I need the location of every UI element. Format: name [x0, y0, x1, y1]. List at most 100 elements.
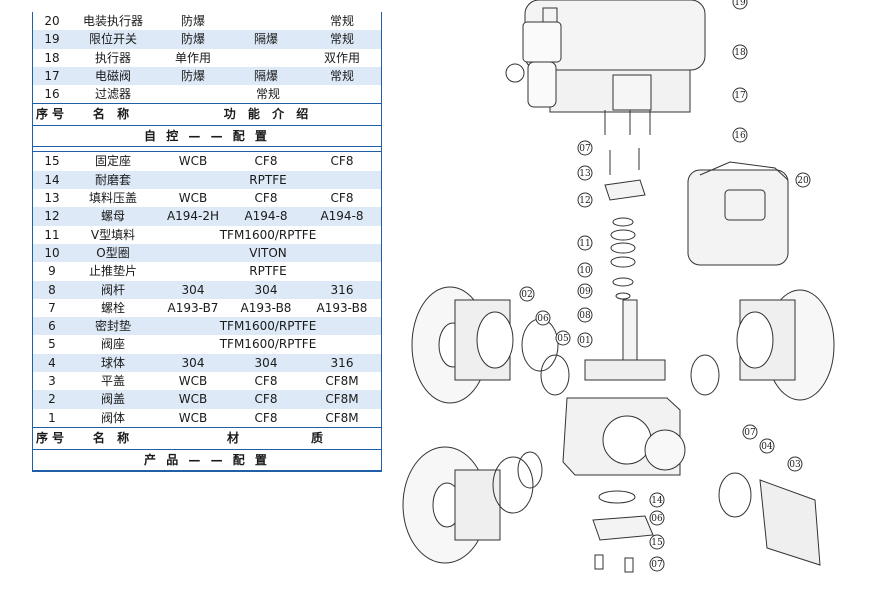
callout-label: 09: [579, 287, 591, 297]
callout-label: 08: [579, 311, 591, 321]
callout-circle: [649, 534, 665, 550]
callout-circle: [577, 307, 593, 323]
value-1: 防爆: [180, 68, 205, 83]
callout-circle: [577, 140, 593, 156]
value-3: 常规: [329, 68, 354, 83]
value-3: CF8M: [325, 392, 359, 407]
value-1: 304: [181, 355, 205, 370]
value-1: 防爆: [180, 32, 205, 47]
value-1: 防爆: [180, 14, 205, 28]
row-number: 19: [44, 32, 60, 47]
function-header: 序号名 称功 能 介 绍: [33, 103, 381, 127]
row-number: 13: [44, 191, 60, 206]
callout-label: 07: [651, 560, 663, 570]
part-name: 执行器: [94, 50, 131, 65]
row-number: 16: [44, 87, 60, 102]
spacer: [33, 147, 381, 153]
callout-label: 06: [537, 314, 549, 324]
part-name: 固定座: [94, 154, 131, 169]
part-name: 过滤器: [94, 87, 131, 102]
header-cell: 材: [227, 430, 244, 445]
value-2: 304: [254, 355, 278, 370]
part-name: 电装执行器: [82, 14, 143, 28]
callout-circle: [577, 235, 593, 251]
callout-circle: [519, 286, 535, 302]
callout-circle: [535, 310, 551, 326]
part-name: 止推垫片: [88, 264, 137, 279]
callout-label: 04: [761, 442, 773, 452]
section-title-automation: 自 控 — — 配 置: [33, 126, 381, 148]
callout-label: 20: [797, 176, 809, 186]
callout-circle: [787, 456, 803, 472]
value-1: WCB: [178, 191, 208, 206]
callout-circle: [742, 424, 758, 440]
part-name: 螺栓: [100, 300, 125, 315]
callout-circle: [577, 283, 593, 299]
value-3: A194-8: [320, 209, 364, 224]
callout-circle: [577, 165, 593, 181]
callout-label: 17: [734, 91, 746, 101]
exploded-valve-drawing: 1918171607131211100908010206052007040314…: [402, 0, 835, 573]
value-3: 316: [330, 355, 354, 370]
part-name: 限位开关: [88, 32, 137, 47]
row-number: 14: [44, 172, 60, 187]
row-number: 5: [48, 337, 56, 352]
row-number: 1: [48, 410, 56, 425]
callout-circle: [732, 44, 748, 60]
callout-label: 11: [579, 239, 590, 249]
value-1: WCB: [178, 154, 208, 169]
callout-circle: [732, 87, 748, 103]
value-1: WCB: [178, 392, 208, 407]
callout-label: 16: [734, 131, 746, 141]
row-number: 8: [48, 282, 56, 297]
row-number: 20: [44, 14, 60, 28]
callout-label: 05: [557, 334, 569, 344]
callout-label: 15: [651, 538, 663, 548]
header-cell: 名 称: [92, 107, 134, 122]
value-3: 双作用: [323, 50, 360, 65]
value-3: CF8: [330, 154, 354, 169]
part-name: O型圈: [96, 245, 130, 260]
value-2: CF8: [254, 410, 278, 425]
value-3: CF8: [330, 191, 354, 206]
row-number: 11: [44, 227, 60, 242]
merged-value: RPTFE: [249, 172, 287, 187]
callout-circle: [649, 556, 665, 572]
callout-label: 03: [789, 460, 801, 470]
value-3: CF8M: [325, 410, 359, 425]
material-header: 序号名 称材质: [33, 426, 381, 450]
part-name: 球体: [100, 355, 125, 370]
value-3: CF8M: [325, 374, 359, 389]
table-row: 20 电装执行器 防爆 常规: [33, 12, 381, 30]
callout-circle: [577, 192, 593, 208]
callout-circle: [795, 172, 811, 188]
part-name: 密封垫: [94, 319, 131, 334]
row-number: 12: [44, 209, 60, 224]
header-cell: 功 能 介 绍: [223, 107, 313, 122]
value-3: 常规: [329, 14, 354, 28]
value-1: WCB: [178, 410, 208, 425]
value-1: A193-B7: [167, 300, 219, 315]
value-3: 316: [330, 282, 354, 297]
callout-label: 07: [744, 428, 756, 438]
callout-label: 14: [651, 496, 663, 506]
callout-label: 07: [579, 144, 591, 154]
value-2: A194-8: [244, 209, 288, 224]
merged-value: TFM1600/RPTFE: [219, 337, 317, 352]
header-cell: 名 称: [92, 430, 134, 445]
value-2: CF8: [254, 374, 278, 389]
value-1: WCB: [178, 374, 208, 389]
merged-value: TFM1600/RPTFE: [219, 319, 317, 334]
section-title-product: 产 品 — — 配 置: [33, 449, 381, 471]
row-number: 3: [48, 374, 56, 389]
